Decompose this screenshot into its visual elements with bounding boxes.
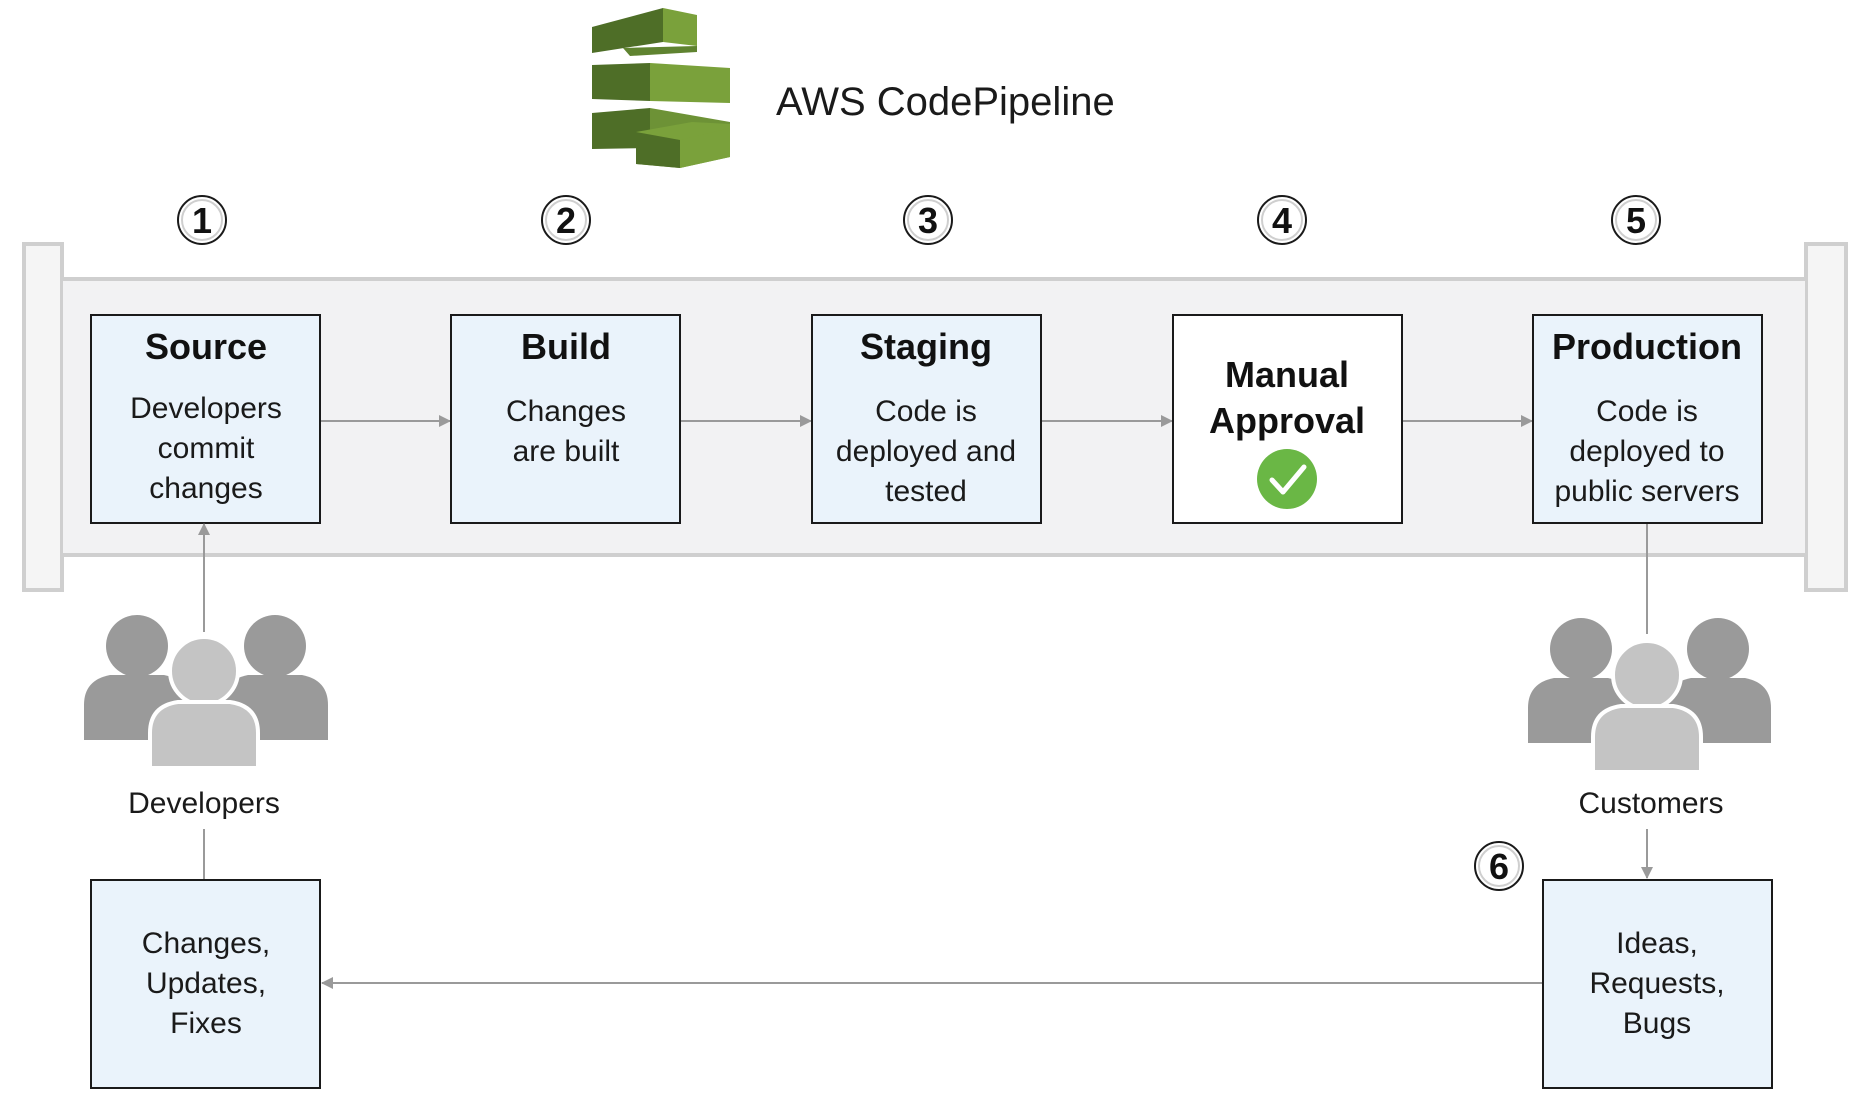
stage-manual-approval: Manual Approval xyxy=(1172,314,1403,524)
ideas-requests-bugs-box: Ideas, Requests, Bugs xyxy=(1542,879,1773,1089)
stage-production-title: Production xyxy=(1552,326,1742,367)
developers-label: Developers xyxy=(128,787,280,820)
stage-source-line-3: changes xyxy=(149,472,262,505)
stage-staging: Staging Code is deployed and tested xyxy=(811,314,1042,524)
step-4-number: 4 xyxy=(1272,200,1292,241)
step-3-number: 3 xyxy=(918,200,938,241)
step-2-badge: 2 xyxy=(541,195,591,245)
stage-build-line-1: Changes xyxy=(506,395,626,428)
stage-build-line-2: are built xyxy=(513,435,620,468)
stage-source-line-2: commit xyxy=(158,432,255,465)
customers-group-icon xyxy=(1528,618,1771,774)
check-circle-icon xyxy=(1257,449,1317,509)
ideas-line-2: Requests, xyxy=(1589,967,1724,1000)
stage-production-line-2: deployed to xyxy=(1569,435,1724,468)
changes-line-2: Updates, xyxy=(146,967,266,1000)
step-2-number: 2 xyxy=(556,200,576,241)
step-1-number: 1 xyxy=(192,200,212,241)
stage-source-line-1: Developers xyxy=(130,392,282,425)
stage-build-title: Build xyxy=(521,326,611,367)
ideas-line-1: Ideas, xyxy=(1616,927,1698,960)
stage-production: Production Code is deployed to public se… xyxy=(1532,314,1763,524)
changes-line-3: Fixes xyxy=(170,1007,242,1040)
changes-updates-fixes-box: Changes, Updates, Fixes xyxy=(90,879,321,1089)
customers-label: Customers xyxy=(1578,787,1723,820)
stage-production-line-1: Code is xyxy=(1596,395,1698,428)
stage-approval-title-line-1: Manual xyxy=(1225,354,1349,395)
stage-staging-title: Staging xyxy=(860,326,992,367)
stage-build: Build Changes are built xyxy=(450,314,681,524)
changes-line-1: Changes, xyxy=(142,927,270,960)
stage-source: Source Developers commit changes xyxy=(90,314,321,524)
stage-staging-line-1: Code is xyxy=(875,395,977,428)
step-4-badge: 4 xyxy=(1257,195,1307,245)
stage-production-line-3: public servers xyxy=(1554,475,1739,508)
step-6-badge: 6 xyxy=(1474,841,1524,891)
stage-staging-line-3: tested xyxy=(885,475,967,508)
developers-group-icon xyxy=(84,615,328,770)
stage-staging-line-2: deployed and xyxy=(836,435,1016,468)
step-3-badge: 3 xyxy=(903,195,953,245)
step-1-badge: 1 xyxy=(177,195,227,245)
diagram-title: AWS CodePipeline xyxy=(776,80,1115,124)
step-6-number: 6 xyxy=(1489,846,1509,887)
stage-source-title: Source xyxy=(145,326,267,367)
stage-approval-title-line-2: Approval xyxy=(1209,400,1365,441)
step-5-number: 5 xyxy=(1626,200,1646,241)
step-5-badge: 5 xyxy=(1611,195,1661,245)
codepipeline-logo-icon xyxy=(592,8,730,168)
ideas-line-3: Bugs xyxy=(1623,1007,1691,1040)
